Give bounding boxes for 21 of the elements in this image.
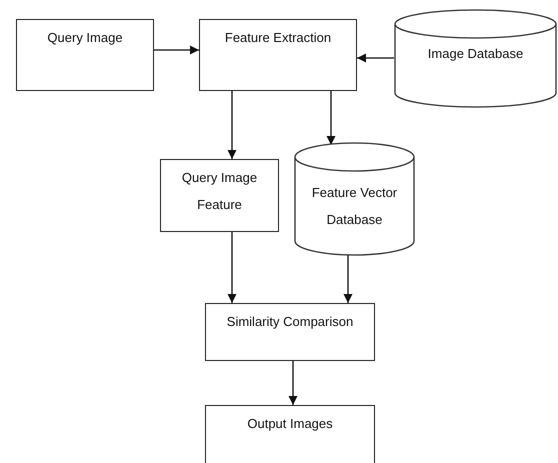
node-label: Feature Vector Database (310, 184, 398, 229)
arrow (228, 232, 236, 303)
arrow (228, 91, 236, 159)
arrow (357, 54, 394, 62)
database-cylinder (294, 143, 415, 255)
node-label: Similarity Comparison (226, 313, 354, 331)
database-cylinder (394, 10, 557, 107)
process-box (199, 19, 357, 91)
node-label: Feature Extraction (224, 29, 332, 47)
node-label: Image Database (426, 45, 524, 63)
arrow (344, 255, 352, 303)
process-box (205, 405, 375, 463)
process-box (16, 19, 154, 91)
arrow (288, 361, 298, 405)
arrow (154, 46, 199, 54)
process-box (160, 159, 279, 232)
process-box (205, 303, 375, 361)
node-label: Query Image Feature (180, 169, 258, 214)
node-label: Output Images (246, 415, 334, 433)
arrow (326, 91, 336, 145)
node-label: Query Image (46, 29, 124, 47)
